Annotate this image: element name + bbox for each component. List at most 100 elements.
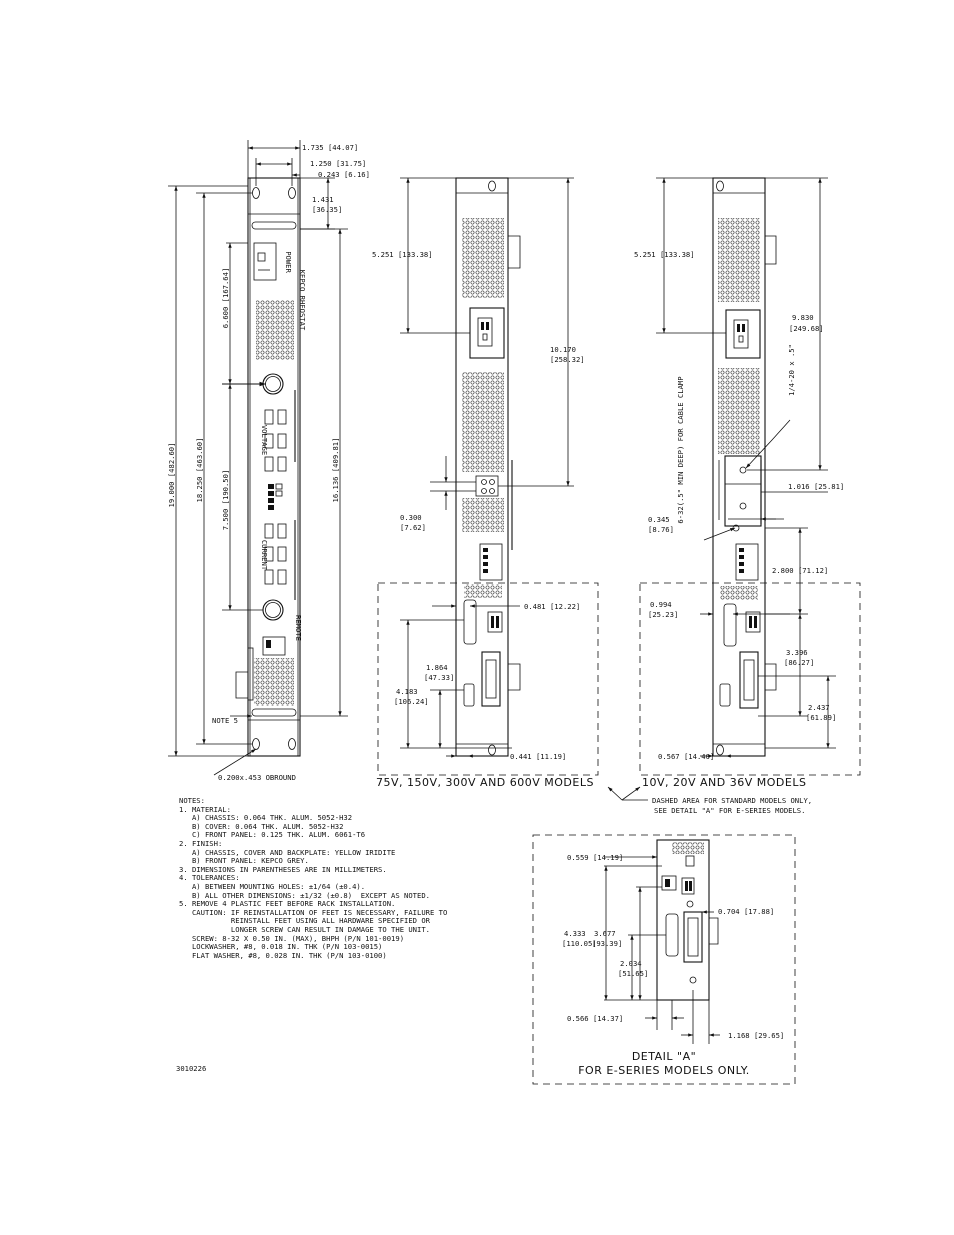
rear-vent-middle-lv <box>718 368 760 454</box>
mounting-hole <box>252 187 260 199</box>
panel-label-remote: REMOTE <box>294 615 303 641</box>
dim-lv-db15-offset: 0.994 <box>650 600 672 609</box>
dim-lv-bottom-conn-mm: [61.89] <box>806 713 836 722</box>
notes-line: B) COVER: 0.064 THK. ALUM. 5052-H32 <box>179 821 344 831</box>
dim-detail-height: 4.333 <box>564 929 586 938</box>
notes-line: 2. FINISH: <box>179 838 223 848</box>
dim-overall-width: 1.735 [44.07] <box>302 143 358 152</box>
rear-vent-upper-lv <box>718 218 760 302</box>
dim-hv-connector-offset: 0.481 [12.22] <box>524 602 580 611</box>
output-busbar <box>724 455 762 527</box>
mounting-hole <box>288 738 296 750</box>
gpib-connector-detail <box>683 911 703 963</box>
panel-label-power: POWER <box>284 251 293 273</box>
dim-hv-db9-spacing-mm: [47.33] <box>424 673 454 682</box>
dim-lv-bottom-offset: 0.567 [14.40] <box>658 752 714 761</box>
dip-switch-lv <box>745 611 761 633</box>
detail-a-title: DETAIL "A" <box>632 1050 696 1063</box>
dim-lv-clamp-width: 1.016 [25.81] <box>788 482 844 491</box>
dim-total-height: 19.000 [482.60] <box>167 443 176 508</box>
notes-line: 5. REMOVE 4 PLASTIC FEET BEFORE RACK INS… <box>179 899 396 909</box>
dashed-area-note-2: SEE DETAIL "A" FOR E-SERIES MODELS. <box>654 806 805 815</box>
cable-clamp-note: 6-32(.5" MIN DEEP) FOR CABLE CLAMP <box>676 376 685 523</box>
dim-top-to-hole-mm: [36.35] <box>312 205 342 214</box>
dim-hv-bottom-section: 4.183 <box>396 687 418 696</box>
db15-connector-detail <box>665 913 679 957</box>
usb-port <box>262 636 286 656</box>
dim-lv-clamp-hole-mm: [8.76] <box>648 525 674 534</box>
terminal-block-lv <box>735 543 759 581</box>
dim-detail-usb-offset: 2.034 <box>620 959 642 968</box>
dim-hv-top-to-ac: 5.251 [133.38] <box>372 250 433 259</box>
notes-line: B) ALL OTHER DIMENSIONS: ±1/32 (±0.8) EX… <box>179 890 430 900</box>
dim-detail-db-height: 3.677 <box>594 929 616 938</box>
dim-lv-top-to-clamp: 9.830 <box>792 313 814 322</box>
dim-hole-spacing: 1.250 [31.75] <box>310 159 366 168</box>
usb-port-detail <box>661 875 677 891</box>
dim-detail-bottom-left: 0.566 [14.37] <box>567 1014 623 1023</box>
dim-lv-top-to-ac: 5.251 [133.38] <box>634 250 695 259</box>
db15-connector <box>463 599 477 645</box>
handle-slot <box>251 221 297 230</box>
front-panel-view: POWER KEPCO RHEOSTAT VOLTAGE CURRENT REM… <box>167 140 370 782</box>
rear-vent-upper <box>462 218 504 298</box>
dashed-area-hv <box>377 582 599 776</box>
panel-label-voltage: VOLTAGE <box>260 425 269 455</box>
notes-line: 3. DIMENSIONS IN PARENTHESES ARE IN MILL… <box>179 864 387 874</box>
notes-line: CAUTION: IF REINSTALLATION OF FEET IS NE… <box>179 907 448 917</box>
mode-switches <box>268 483 283 510</box>
dim-upper-section: 6.600 [167.64] <box>221 268 230 329</box>
mounting-hole <box>288 187 296 199</box>
dim-lv-top-to-clamp-mm: [249.68] <box>789 324 824 333</box>
dim-lv-db15-offset-mm: [25.23] <box>648 610 678 619</box>
detail-a-border <box>532 834 796 1085</box>
dim-hv-db9-spacing: 1.864 <box>426 663 448 672</box>
dashed-area-note-1: DASHED AREA FOR STANDARD MODELS ONLY, <box>652 796 812 805</box>
screw-callout: 1/4-20 x .5" <box>787 344 796 396</box>
notes-line: B) FRONT PANEL: KEPCO GREY. <box>179 856 309 866</box>
rear-view-lv-models: 5.251 [133.38] 9.830 [249.68] 1/4-20 x .… <box>607 177 861 815</box>
detail-a-subtitle: FOR E-SERIES MODELS ONLY. <box>578 1064 750 1077</box>
notes-line: A) CHASSIS: 0.064 THK. ALUM. 5052-H32 <box>179 813 353 823</box>
notes-line: LONGER SCREW CAN RESULT IN DAMAGE TO THE… <box>179 924 430 934</box>
dim-detail-top: 0.559 [14.19] <box>567 853 623 862</box>
ac-inlet-lv <box>725 309 761 359</box>
current-knob <box>262 599 284 621</box>
handle-slot <box>251 708 297 717</box>
panel-label-kepco: KEPCO RHEOSTAT <box>298 270 307 331</box>
dim-hv-top-to-terminal-mm: [258.32] <box>550 355 585 364</box>
db15-connector-lv <box>723 603 737 647</box>
caption-lv-models: 10V, 20V AND 36V MODELS <box>642 776 806 789</box>
voltage-display <box>264 409 287 472</box>
dashed-area-lv <box>639 582 861 776</box>
notes-line: A) CHASSIS, COVER AND BACKPLATE: YELLOW … <box>179 847 396 857</box>
notes-line: 4. TOLERANCES: <box>179 873 240 883</box>
detail-a-panel <box>656 839 710 1001</box>
dim-hole-offset: 0.243 [6.16] <box>318 170 370 179</box>
dim-panel-height: 16.136 [409.81] <box>331 438 340 503</box>
current-display <box>264 523 287 585</box>
dim-detail-connector-gap: 0.704 [17.88] <box>718 907 774 916</box>
mounting-hole <box>252 738 260 750</box>
dim-lv-gpib-height: 3.396 <box>786 648 808 657</box>
obround-callout: 0.200x.453 OBROUND <box>218 773 296 782</box>
dim-detail-db-height-mm: [93.39] <box>592 939 622 948</box>
detail-a-view: 0.559 [14.19] 4.333 [110.05] 3.677 [93.3… <box>532 834 796 1085</box>
dim-middle-section: 7.500 [190.50] <box>221 470 230 531</box>
notes-line: 1. MATERIAL: <box>179 804 231 814</box>
front-panel-outline <box>247 177 301 757</box>
dim-lv-connector-section: 2.800 [71.12] <box>772 566 828 575</box>
dim-top-to-hole: 1.431 <box>312 195 334 204</box>
caption-hv-models: 75V, 150V, 300V AND 600V MODELS <box>376 776 594 789</box>
dim-hv-terminal-width: 0.300 <box>400 513 422 522</box>
vent-grid <box>256 300 294 360</box>
notes-line: LOCKWASHER, #8, 0.018 IN. THK (P/N 103-0… <box>179 942 383 952</box>
lower-vent-grid <box>254 658 294 706</box>
dim-detail-height-mm: [110.05] <box>562 939 597 948</box>
db9-connector <box>463 683 475 707</box>
notes-block: NOTES: 1. MATERIAL: A) CHASSIS: 0.064 TH… <box>179 796 479 960</box>
notes-line: C) FRONT PANEL: 0.125 THK. ALUM. 6061-T6 <box>179 830 366 840</box>
gpib-connector <box>481 651 501 707</box>
dim-detail-bottom-right: 1.168 [29.65] <box>728 1031 784 1040</box>
terminal-block <box>479 543 503 581</box>
